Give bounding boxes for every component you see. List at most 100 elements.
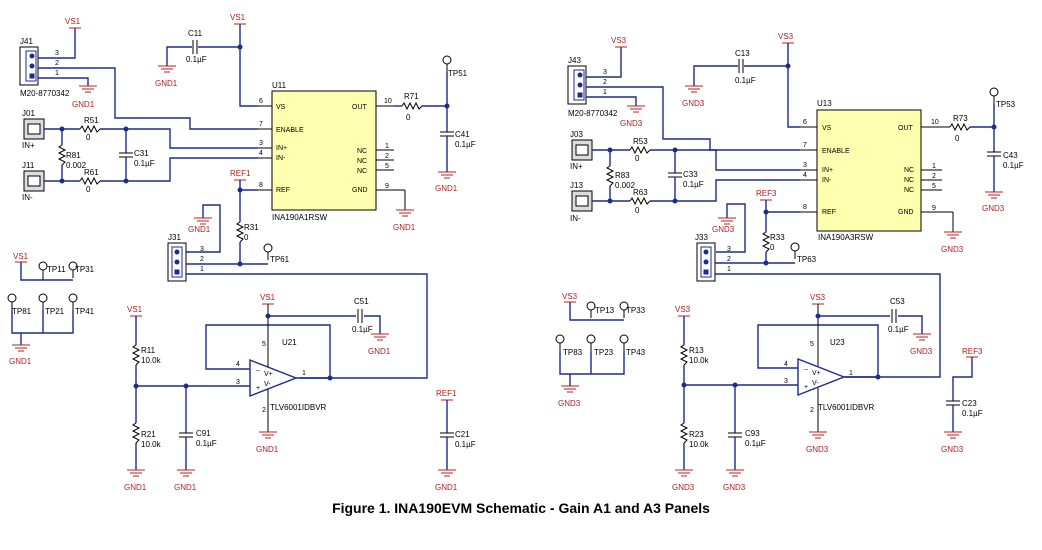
- c13-gnd: GND3: [682, 99, 705, 108]
- r51-value: 0: [86, 133, 91, 142]
- u23-vplus: V+: [812, 370, 821, 377]
- u21-label: U21: [282, 338, 297, 347]
- r11-vs1: VS1: [127, 305, 143, 314]
- u13-gnd: GND3: [941, 245, 964, 254]
- u11-n9: 9: [385, 183, 389, 190]
- u11-n8: 8: [259, 182, 263, 189]
- tp-gnd3: GND3: [558, 399, 581, 408]
- c11-value: 0.1µF: [186, 55, 207, 64]
- r13-label: R13: [689, 346, 704, 355]
- u11-pin-nc1: NC: [357, 148, 367, 155]
- u13-pin-vs: VS: [822, 125, 832, 132]
- j31-gnd: GND1: [188, 225, 211, 234]
- r11-label: R11: [141, 346, 156, 355]
- u23-n1: 1: [849, 370, 853, 377]
- j31-label: J31: [168, 233, 181, 242]
- u23-plus: +: [804, 384, 808, 391]
- j41-pin1: 1: [55, 70, 59, 77]
- in-minus-a3: IN-: [570, 214, 581, 223]
- u21-n1: 1: [302, 370, 306, 377]
- r21-value: 10.0k: [141, 440, 162, 449]
- r31-value: 0: [244, 233, 249, 242]
- r13-vs3: VS3: [675, 305, 691, 314]
- c13-label: C13: [735, 49, 750, 58]
- c93-label: C93: [745, 429, 760, 438]
- u23-label: U23: [830, 338, 845, 347]
- r61-value: 0: [86, 185, 91, 194]
- tp81-label: TP81: [12, 307, 32, 316]
- tp53-label: TP53: [996, 100, 1016, 109]
- u11-n1: 1: [385, 143, 389, 150]
- j43-label: J43: [568, 56, 581, 65]
- j41-part: M20-8770342: [20, 89, 70, 98]
- panel-a1: J41 M20-8770342 3 2 1 VS1 GND1 VS1 GND1 …: [7, 13, 476, 492]
- c41-value: 0.1µF: [455, 140, 476, 149]
- c53-label: C53: [890, 297, 905, 306]
- u13-n2: 2: [932, 173, 936, 180]
- tp23-label: TP23: [594, 348, 614, 357]
- tp-vs1: VS1: [13, 252, 29, 261]
- j11-label: J11: [22, 161, 35, 170]
- c21-label: C21: [455, 430, 470, 439]
- c33-value: 0.1µF: [683, 180, 704, 189]
- j43-pin3: 3: [603, 69, 607, 76]
- c51-gnd: GND1: [368, 347, 391, 356]
- c43-label: C43: [1003, 151, 1018, 160]
- u11-label: U11: [272, 81, 287, 90]
- r13-value: 10.0k: [689, 356, 710, 365]
- u21-n2: 2: [262, 407, 266, 414]
- ref1-flag: REF1: [230, 169, 251, 178]
- u23-n4: 4: [784, 361, 788, 368]
- u13-n5: 5: [932, 183, 936, 190]
- r51-label: R51: [84, 116, 99, 125]
- c93-value: 0.1µF: [745, 439, 766, 448]
- j43-vs3: VS3: [611, 36, 627, 45]
- r83-value: 0.002: [615, 181, 636, 190]
- tp13-label: TP13: [595, 306, 615, 315]
- c43-gnd: GND3: [982, 204, 1005, 213]
- tp33-label: TP33: [626, 306, 646, 315]
- c53-value: 0.1µF: [888, 325, 909, 334]
- j41-pin2: 2: [55, 60, 59, 67]
- c91-gnd: GND1: [174, 483, 197, 492]
- r23-gnd: GND3: [672, 483, 695, 492]
- c21-value: 0.1µF: [455, 440, 476, 449]
- u21-minus: −: [256, 368, 260, 375]
- j43-pin1: 1: [603, 89, 607, 96]
- u13-pin-out: OUT: [898, 125, 914, 132]
- u11-pin-nc2: NC: [357, 158, 367, 165]
- tp11-label: TP11: [47, 265, 66, 274]
- connector-j41: [19, 46, 39, 86]
- u21-vs1: VS1: [260, 293, 276, 302]
- r23-label: R23: [689, 430, 704, 439]
- j33-pin3: 3: [727, 246, 731, 253]
- c53-gnd: GND3: [910, 347, 933, 356]
- j41-gnd: GND1: [72, 100, 95, 109]
- c13-value: 0.1µF: [735, 76, 756, 85]
- tp83-label: TP83: [563, 348, 583, 357]
- tp61-label: TP61: [270, 255, 290, 264]
- j33-pin2: 2: [727, 256, 731, 263]
- j43-gnd: GND3: [620, 119, 643, 128]
- u11-part: INA190A1RSW: [272, 213, 328, 222]
- c91-value: 0.1µF: [196, 439, 217, 448]
- u13-pin-inm: IN-: [822, 177, 832, 184]
- u11-pin-enable: ENABLE: [276, 127, 304, 134]
- u13-pin-inp: IN+: [822, 167, 833, 174]
- ic-u13: [816, 109, 922, 232]
- j31-pin3: 3: [200, 246, 204, 253]
- tp51-label: TP51: [448, 69, 468, 78]
- u21-n3: 3: [236, 379, 240, 386]
- u21-plus: +: [256, 385, 260, 392]
- c11-label: C11: [188, 29, 203, 38]
- j41-vs1: VS1: [65, 17, 81, 26]
- u21-n4: 4: [236, 361, 240, 368]
- j41-pin3: 3: [55, 50, 59, 57]
- u11-n2: 2: [385, 153, 389, 160]
- u23-vminus: V-: [812, 380, 819, 387]
- u13-pin-nc2: NC: [904, 177, 914, 184]
- opamp-u23: [797, 357, 846, 397]
- j01-label: J01: [22, 109, 35, 118]
- tp63-label: TP63: [797, 255, 817, 264]
- r73-label: R73: [953, 114, 968, 123]
